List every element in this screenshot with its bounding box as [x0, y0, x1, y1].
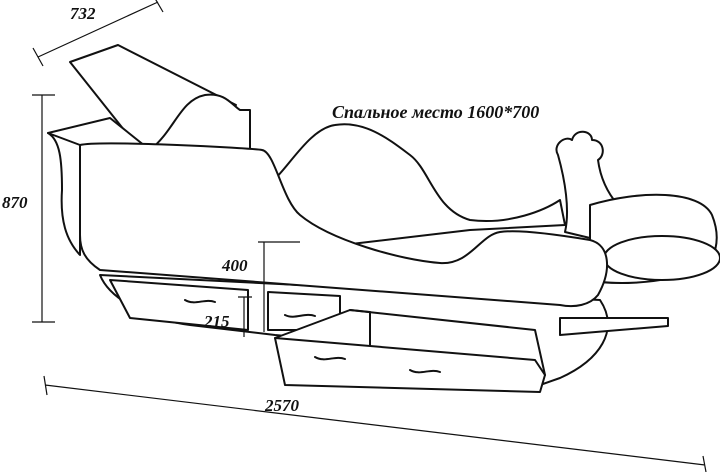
drawer-clearance-dimension: 215 [204, 312, 230, 331]
height-dimension: 870 [2, 193, 28, 212]
back-side-panel [47, 93, 566, 251]
sleeping-area-caption: Спальное место 1600*700 [332, 102, 540, 122]
dimension-lines [32, 0, 707, 472]
side-height-dimension: 400 [222, 256, 248, 275]
drawer-left [109, 279, 249, 331]
length-dimension: 2570 [265, 396, 299, 415]
back-edge [47, 132, 81, 256]
front-side-panel [79, 142, 609, 308]
stern-top [603, 235, 720, 281]
lower-shelf [559, 317, 669, 336]
drawer-handles [184, 299, 441, 374]
depth-dimension: 732 [70, 4, 96, 23]
